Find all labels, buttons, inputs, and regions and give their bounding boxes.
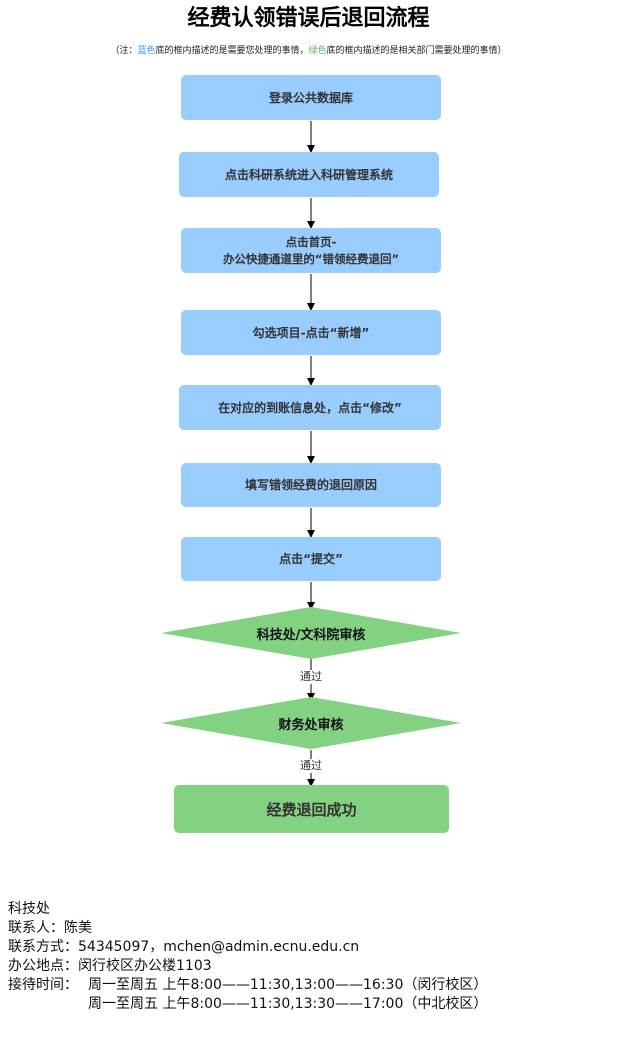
note-prefix: （注： <box>110 46 138 56</box>
contact-hours-row-2: 周一至周五 上午8:00——11:30,13:30——17:00（中北校区） <box>8 995 487 1014</box>
contact-hours-row: 接待时间： 周一至周五 上午8:00——11:30,13:00——16:30（闵行… <box>8 976 487 995</box>
contact-person-row: 联系人：陈美 <box>8 919 487 938</box>
step-text-line-1: 点击首页- <box>285 234 337 249</box>
step-fill-reason: 填写错领经费的退回原因 <box>181 463 441 507</box>
note-blue-text: 底的框内描述的是需要您处理的事情， <box>155 46 309 56</box>
note-blue-word: 蓝色 <box>137 46 156 56</box>
method-value: 54345097，mchen@admin.ecnu.edu.cn <box>78 939 360 955</box>
review-label: 科技处/文科院审核 <box>256 627 366 643</box>
contact-office-row: 办公地点：闵行校区办公楼1103 <box>8 957 487 976</box>
hours-value-2: 周一至周五 上午8:00——11:30,13:30——17:00（中北校区） <box>88 996 488 1012</box>
step-click-modify: 在对应的到账信息处，点击“修改” <box>179 385 441 430</box>
person-value: 陈美 <box>64 920 92 936</box>
review-finance-office: 财务处审核 <box>161 697 461 749</box>
step-select-project-add: 勾选项目-点击“新增” <box>181 310 441 355</box>
note-green-text: 底的框内描述的是相关部门需要处理的事情） <box>326 46 507 56</box>
hours-value-1: 周一至周五 上午8:00——11:30,13:00——16:30（闵行校区） <box>88 977 488 993</box>
step-text: 在对应的到账信息处，点击“修改” <box>218 400 402 415</box>
office-value: 闵行校区办公楼1103 <box>78 958 212 974</box>
step-text: 点击科研系统进入科研管理系统 <box>224 167 393 182</box>
review-science-office: 科技处/文科院审核 <box>161 607 461 659</box>
step-text-line-2: 办公快捷通道里的“错领经费退回” <box>222 251 400 266</box>
final-result-box: 经费退回成功 <box>174 785 449 833</box>
diamond-shape <box>161 697 461 749</box>
step-text: 登录公共数据库 <box>268 90 353 105</box>
contact-method-row: 联系方式：54345097，mchen@admin.ecnu.edu.cn <box>8 938 487 957</box>
step-login-database: 登录公共数据库 <box>181 75 441 120</box>
step-text: 填写错领经费的退回原因 <box>244 478 377 492</box>
note-green-word: 绿色 <box>308 46 327 56</box>
contact-dept: 科技处 <box>8 900 487 919</box>
step-click-submit: 点击“提交” <box>181 537 441 581</box>
step-text: 点击“提交” <box>279 552 343 566</box>
hours-indent <box>8 995 88 1014</box>
contact-info: 科技处 联系人：陈美 联系方式：54345097，mchen@admin.ecn… <box>8 900 487 1014</box>
diamond-shape <box>161 607 461 659</box>
legend-note: （注：蓝色底的框内描述的是需要您处理的事情，绿色底的框内描述的是相关部门需要处理… <box>0 44 617 58</box>
page-title: 经费认领错误后退回流程 <box>187 6 430 31</box>
hours-label: 接待时间： <box>8 977 78 993</box>
pass-label: 通过 <box>291 759 331 773</box>
step-text: 勾选项目-点击“新增” <box>252 325 370 340</box>
step-enter-research-system: 点击科研系统进入科研管理系统 <box>179 152 439 197</box>
review-label: 财务处审核 <box>278 717 344 733</box>
dept-name: 科技处 <box>8 901 50 917</box>
method-label: 联系方式： <box>8 939 78 955</box>
pass-label: 通过 <box>291 670 331 684</box>
person-label: 联系人： <box>8 920 64 936</box>
step-click-homepage: 点击首页- 办公快捷通道里的“错领经费退回” <box>181 228 441 273</box>
office-label: 办公地点： <box>8 958 78 974</box>
